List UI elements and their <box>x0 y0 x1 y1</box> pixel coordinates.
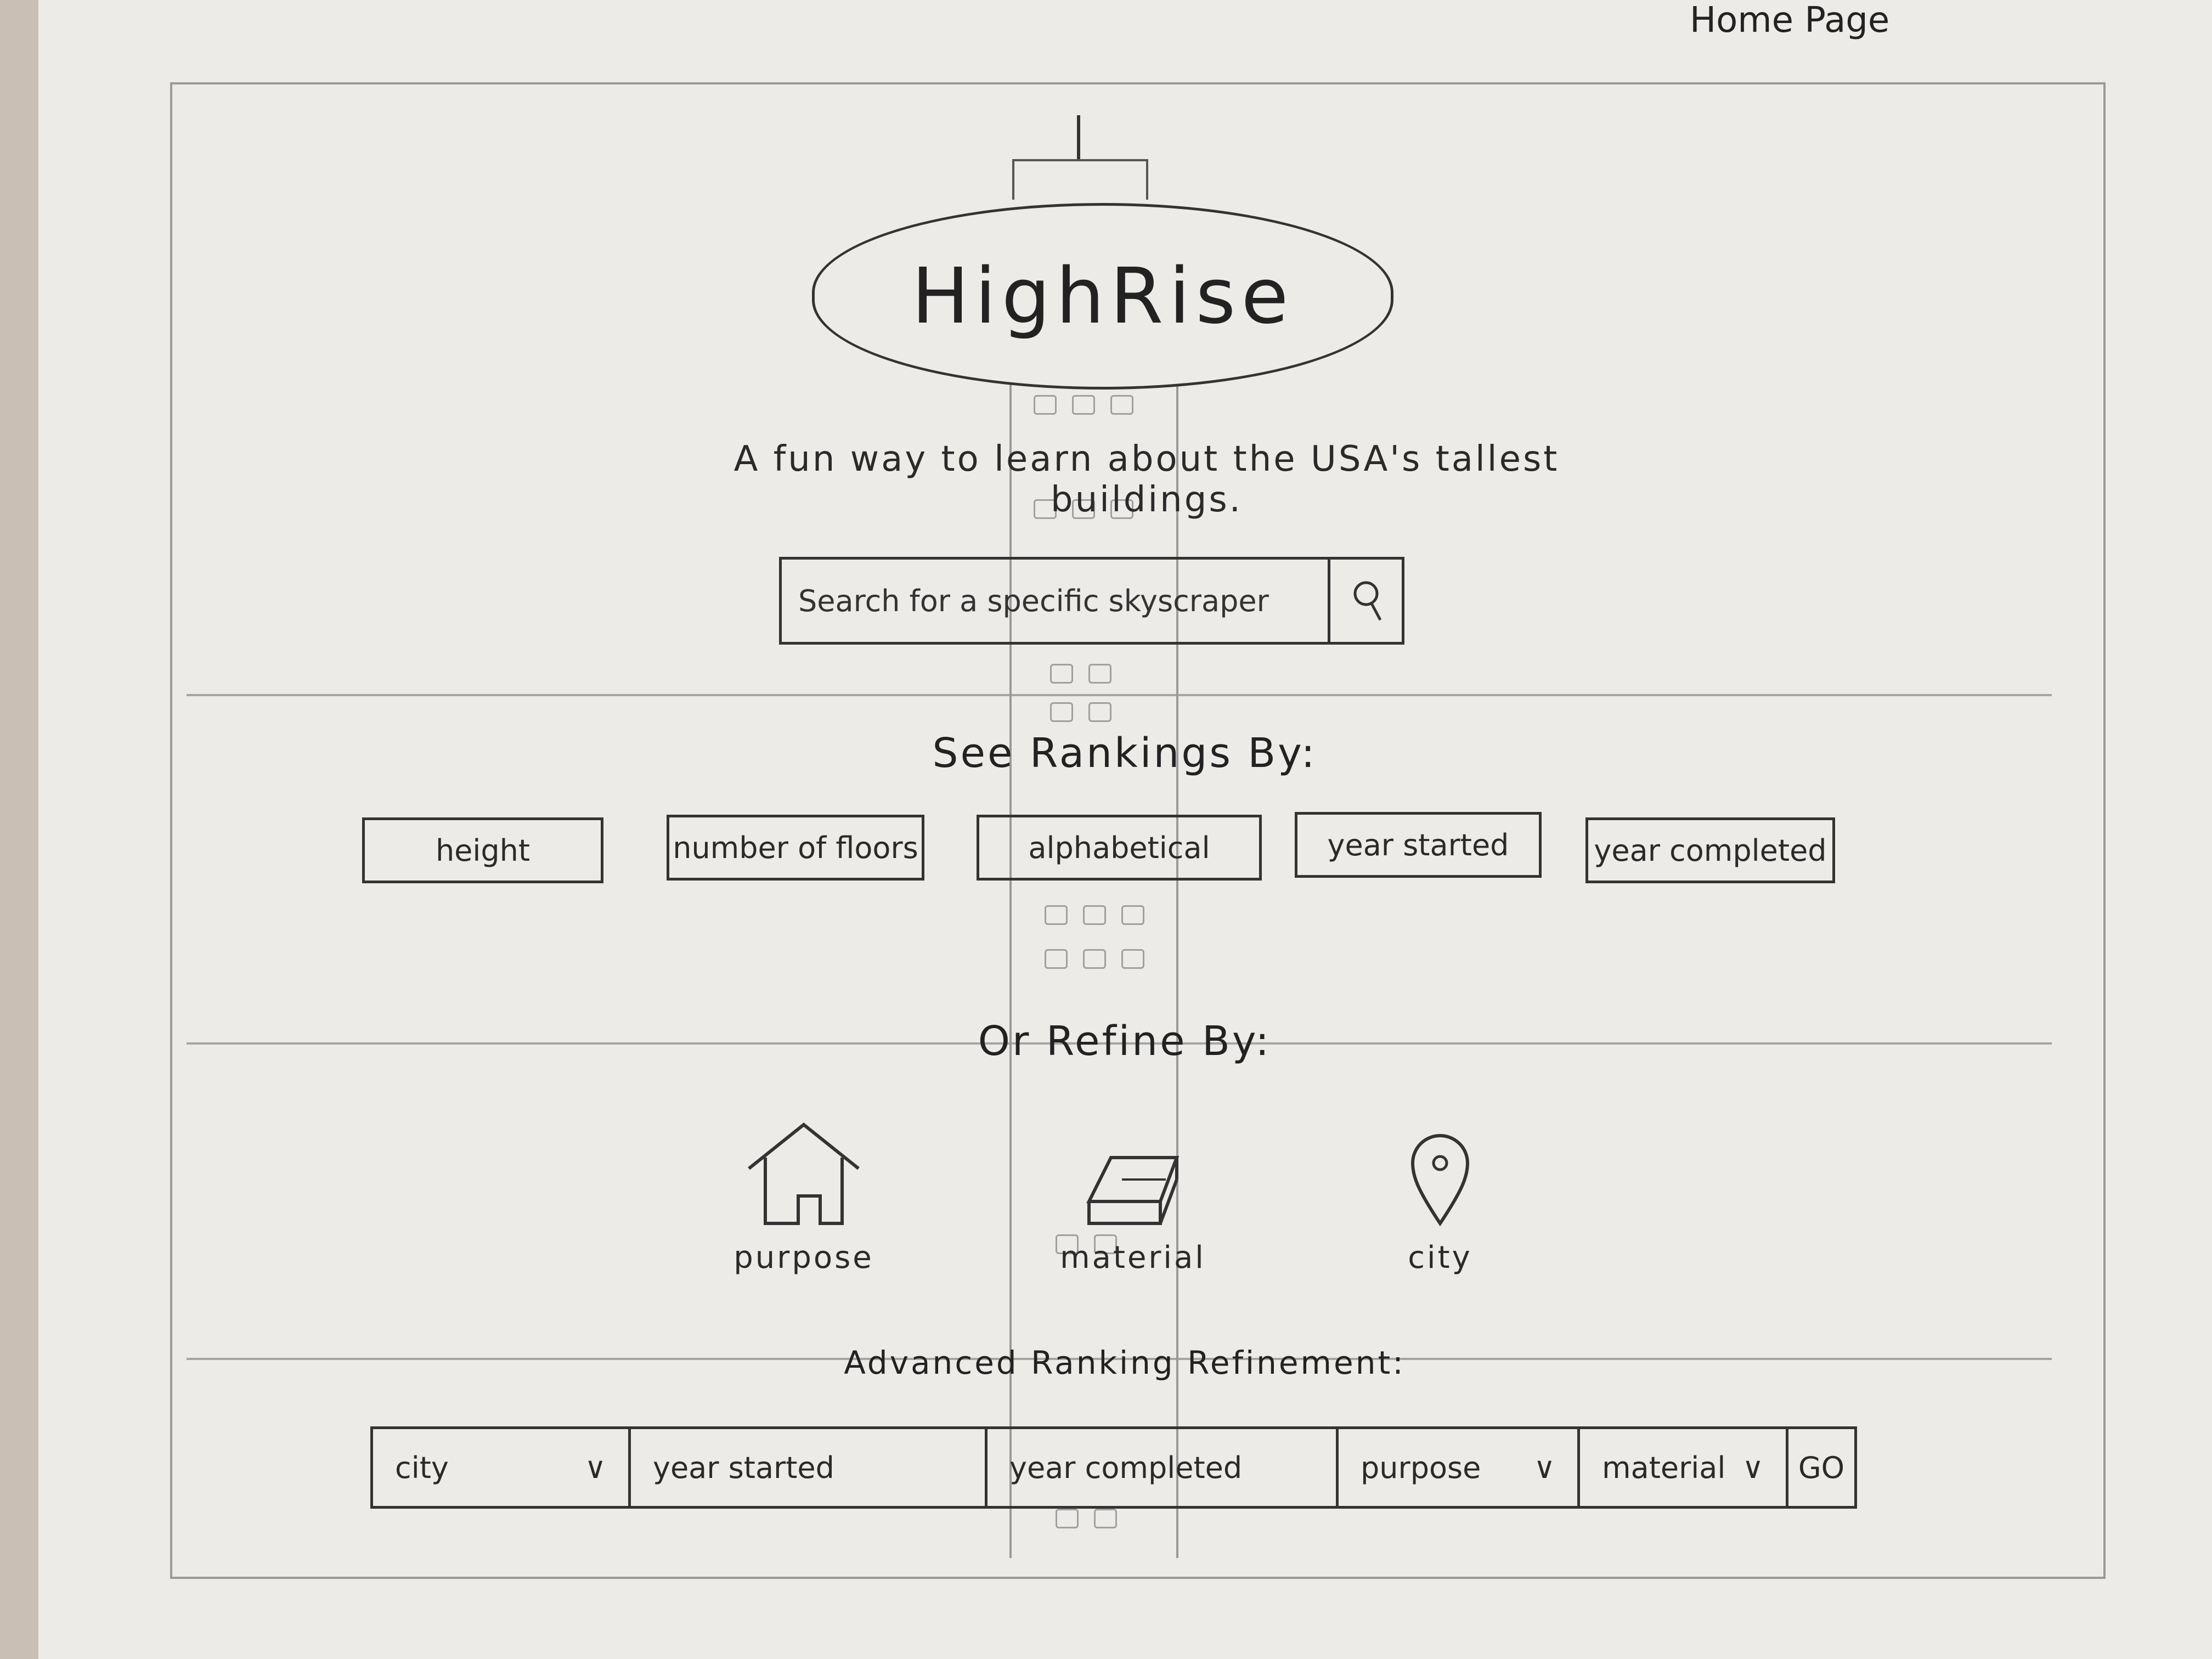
chevron-down-icon: ∨ <box>1742 1450 1764 1485</box>
window-icon <box>1094 1509 1117 1528</box>
window-icon <box>1056 1234 1079 1254</box>
chevron-down-icon: ∨ <box>584 1450 606 1485</box>
antenna-graphic <box>1077 115 1080 159</box>
search-icon <box>1353 581 1382 621</box>
search-bar <box>779 557 1404 645</box>
rank-year-started-button[interactable]: year started <box>1295 812 1542 878</box>
section-divider <box>187 694 2052 696</box>
material-select[interactable]: material ∨ <box>1580 1429 1788 1506</box>
wireframe-border <box>170 82 2106 1579</box>
rankings-heading: See Rankings By: <box>932 730 1317 777</box>
refine-city[interactable]: city <box>1358 1119 1522 1317</box>
window-icon <box>1121 949 1144 969</box>
material-select-label: material <box>1602 1450 1726 1485</box>
city-select-label: city <box>395 1450 449 1485</box>
refine-material-label: material <box>1060 1240 1206 1276</box>
refine-material[interactable]: material <box>1051 1119 1215 1317</box>
rank-height-button[interactable]: height <box>362 817 603 883</box>
window-icon <box>1088 702 1111 722</box>
window-icon <box>1072 395 1095 415</box>
window-icon <box>1056 1509 1079 1528</box>
advanced-refinement-bar: city ∨ year started year completed purpo… <box>370 1426 1857 1509</box>
window-icon <box>1083 905 1106 925</box>
purpose-select-label: purpose <box>1361 1450 1481 1485</box>
refine-city-label: city <box>1408 1240 1472 1276</box>
refine-purpose-label: purpose <box>733 1240 874 1276</box>
tagline: A fun way to learn about the USA's talle… <box>733 439 1560 520</box>
window-icon <box>1034 395 1057 415</box>
app-title: HighRise <box>911 251 1294 341</box>
city-select[interactable]: city ∨ <box>373 1429 631 1506</box>
search-button[interactable] <box>1328 560 1402 642</box>
window-icon <box>1094 1234 1117 1254</box>
material-icon <box>1086 1156 1180 1225</box>
page-label: Home Page <box>1690 0 1890 41</box>
window-icon <box>1050 664 1073 684</box>
house-icon <box>748 1122 860 1225</box>
refine-heading: Or Refine By: <box>978 1018 1272 1065</box>
year-completed-label: year completed <box>1009 1450 1243 1485</box>
year-completed-field[interactable]: year completed <box>988 1429 1339 1506</box>
year-started-field[interactable]: year started <box>631 1429 988 1506</box>
map-pin-icon <box>1410 1134 1470 1227</box>
chevron-down-icon: ∨ <box>1533 1450 1555 1485</box>
window-icon <box>1034 499 1057 519</box>
window-icon <box>1045 949 1068 969</box>
go-button[interactable]: GO <box>1788 1429 1854 1506</box>
go-button-label: GO <box>1798 1450 1845 1485</box>
window-icon <box>1110 499 1133 519</box>
search-input[interactable] <box>782 559 1328 642</box>
rank-alphabetical-button[interactable]: alphabetical <box>977 815 1262 881</box>
window-icon <box>1110 395 1133 415</box>
window-icon <box>1050 702 1073 722</box>
window-icon <box>1083 949 1106 969</box>
tower-top-graphic <box>1012 159 1148 200</box>
section-divider <box>187 1358 2052 1360</box>
window-icon <box>1121 905 1144 925</box>
advanced-heading: Advanced Ranking Refinement: <box>844 1344 1406 1381</box>
logo-cloud: HighRise <box>812 203 1393 390</box>
tower-graphic <box>1009 379 1178 1558</box>
section-divider <box>187 1042 2052 1045</box>
rank-year-completed-button[interactable]: year completed <box>1585 817 1835 883</box>
window-icon <box>1088 664 1111 684</box>
window-icon <box>1072 499 1095 519</box>
refine-purpose[interactable]: purpose <box>721 1119 886 1317</box>
window-icon <box>1045 905 1068 925</box>
purpose-select[interactable]: purpose ∨ <box>1339 1429 1580 1506</box>
rank-floors-button[interactable]: number of floors <box>667 815 924 881</box>
year-started-label: year started <box>653 1450 834 1485</box>
